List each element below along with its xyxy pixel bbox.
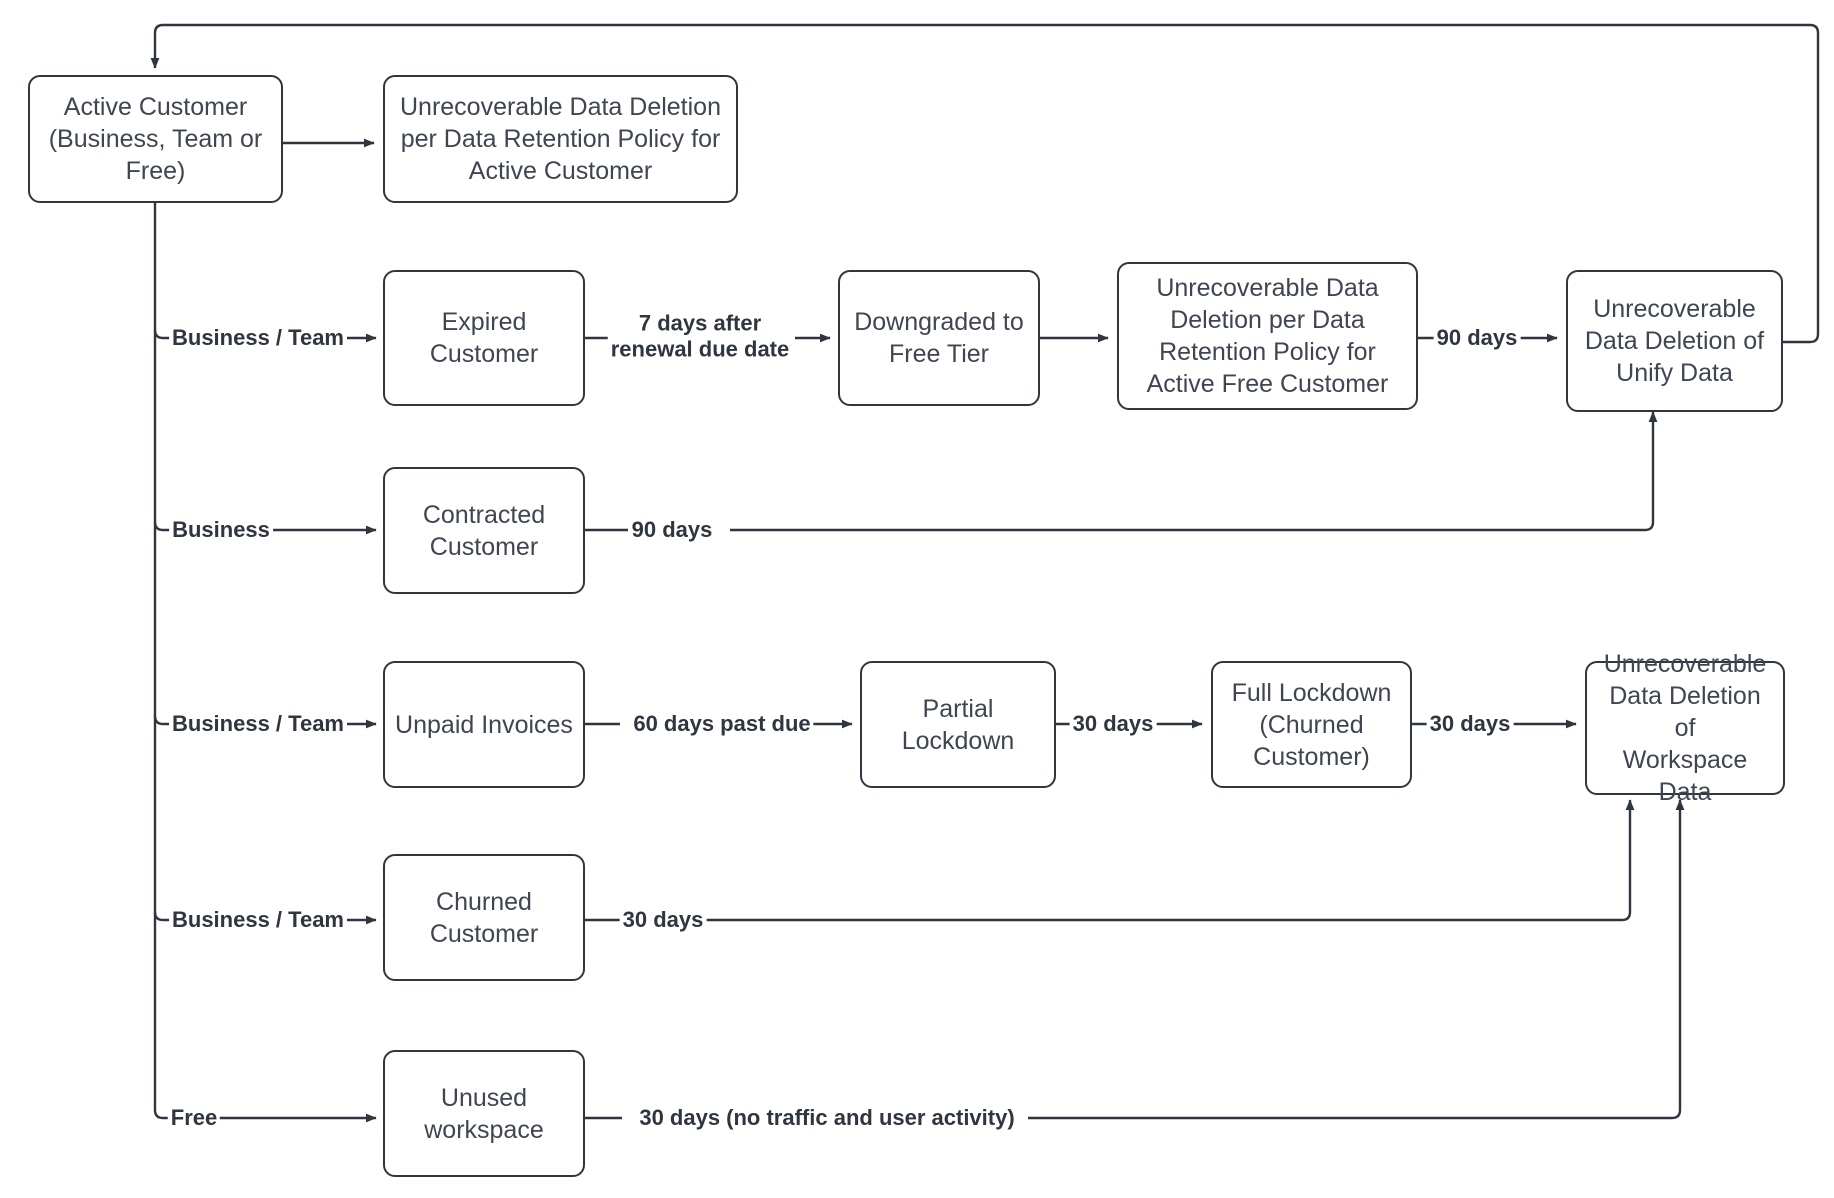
edge-unused-to-workspace [585,800,1680,1120]
edge-label-branch-free: Free [167,1104,221,1132]
node-active-customer[interactable]: Active Customer (Business, Team or Free) [28,75,283,203]
node-unpaid-invoices[interactable]: Unpaid Invoices [383,661,585,788]
edge-label-free-policy-to-unify: 90 days [1433,324,1521,352]
edge-label-unused-to-workspace: 30 days (no traffic and user activity) [636,1104,1018,1132]
node-downgraded-to-free-tier[interactable]: Downgraded to Free Tier [838,270,1040,406]
edge-label-churned-to-workspace: 30 days [619,906,707,934]
node-unused-workspace[interactable]: Unused workspace [383,1050,585,1177]
edge-label-branch-unpaid: Business / Team [169,710,347,738]
node-contracted-customer[interactable]: Contracted Customer [383,467,585,594]
node-unrecoverable-data-deletion-workspace-data[interactable]: Unrecoverable Data Deletion of Workspace… [1585,650,1785,806]
edge-label-expired-to-downgraded: 7 days after renewal due date [607,310,793,364]
edge-label-branch-contracted: Business [169,516,273,544]
node-unrecoverable-data-deletion-unify-data[interactable]: Unrecoverable Data Deletion of Unify Dat… [1566,270,1783,412]
node-unrecoverable-data-deletion-active-free-customer[interactable]: Unrecoverable Data Deletion per Data Ret… [1117,262,1418,410]
edge-label-contracted-to-unify: 90 days [628,516,716,544]
edge-churned-to-workspace [585,800,1630,922]
edge-label-full-to-workspace: 30 days [1426,710,1514,738]
node-full-lockdown-churned-customer[interactable]: Full Lockdown (Churned Customer) [1211,661,1412,788]
node-churned-customer[interactable]: Churned Customer [383,854,585,981]
edge-label-branch-expired: Business / Team [169,324,347,352]
edge-label-branch-churned: Business / Team [169,906,347,934]
edge-label-partial-to-full: 30 days [1069,710,1157,738]
edge-contracted-to-unify [585,412,1653,532]
node-unrecoverable-data-deletion-active-customer[interactable]: Unrecoverable Data Deletion per Data Ret… [383,75,738,203]
node-expired-customer[interactable]: Expired Customer [383,270,585,406]
edge-label-unpaid-to-partial: 60 days past due [630,710,814,738]
node-partial-lockdown[interactable]: Partial Lockdown [860,661,1056,788]
